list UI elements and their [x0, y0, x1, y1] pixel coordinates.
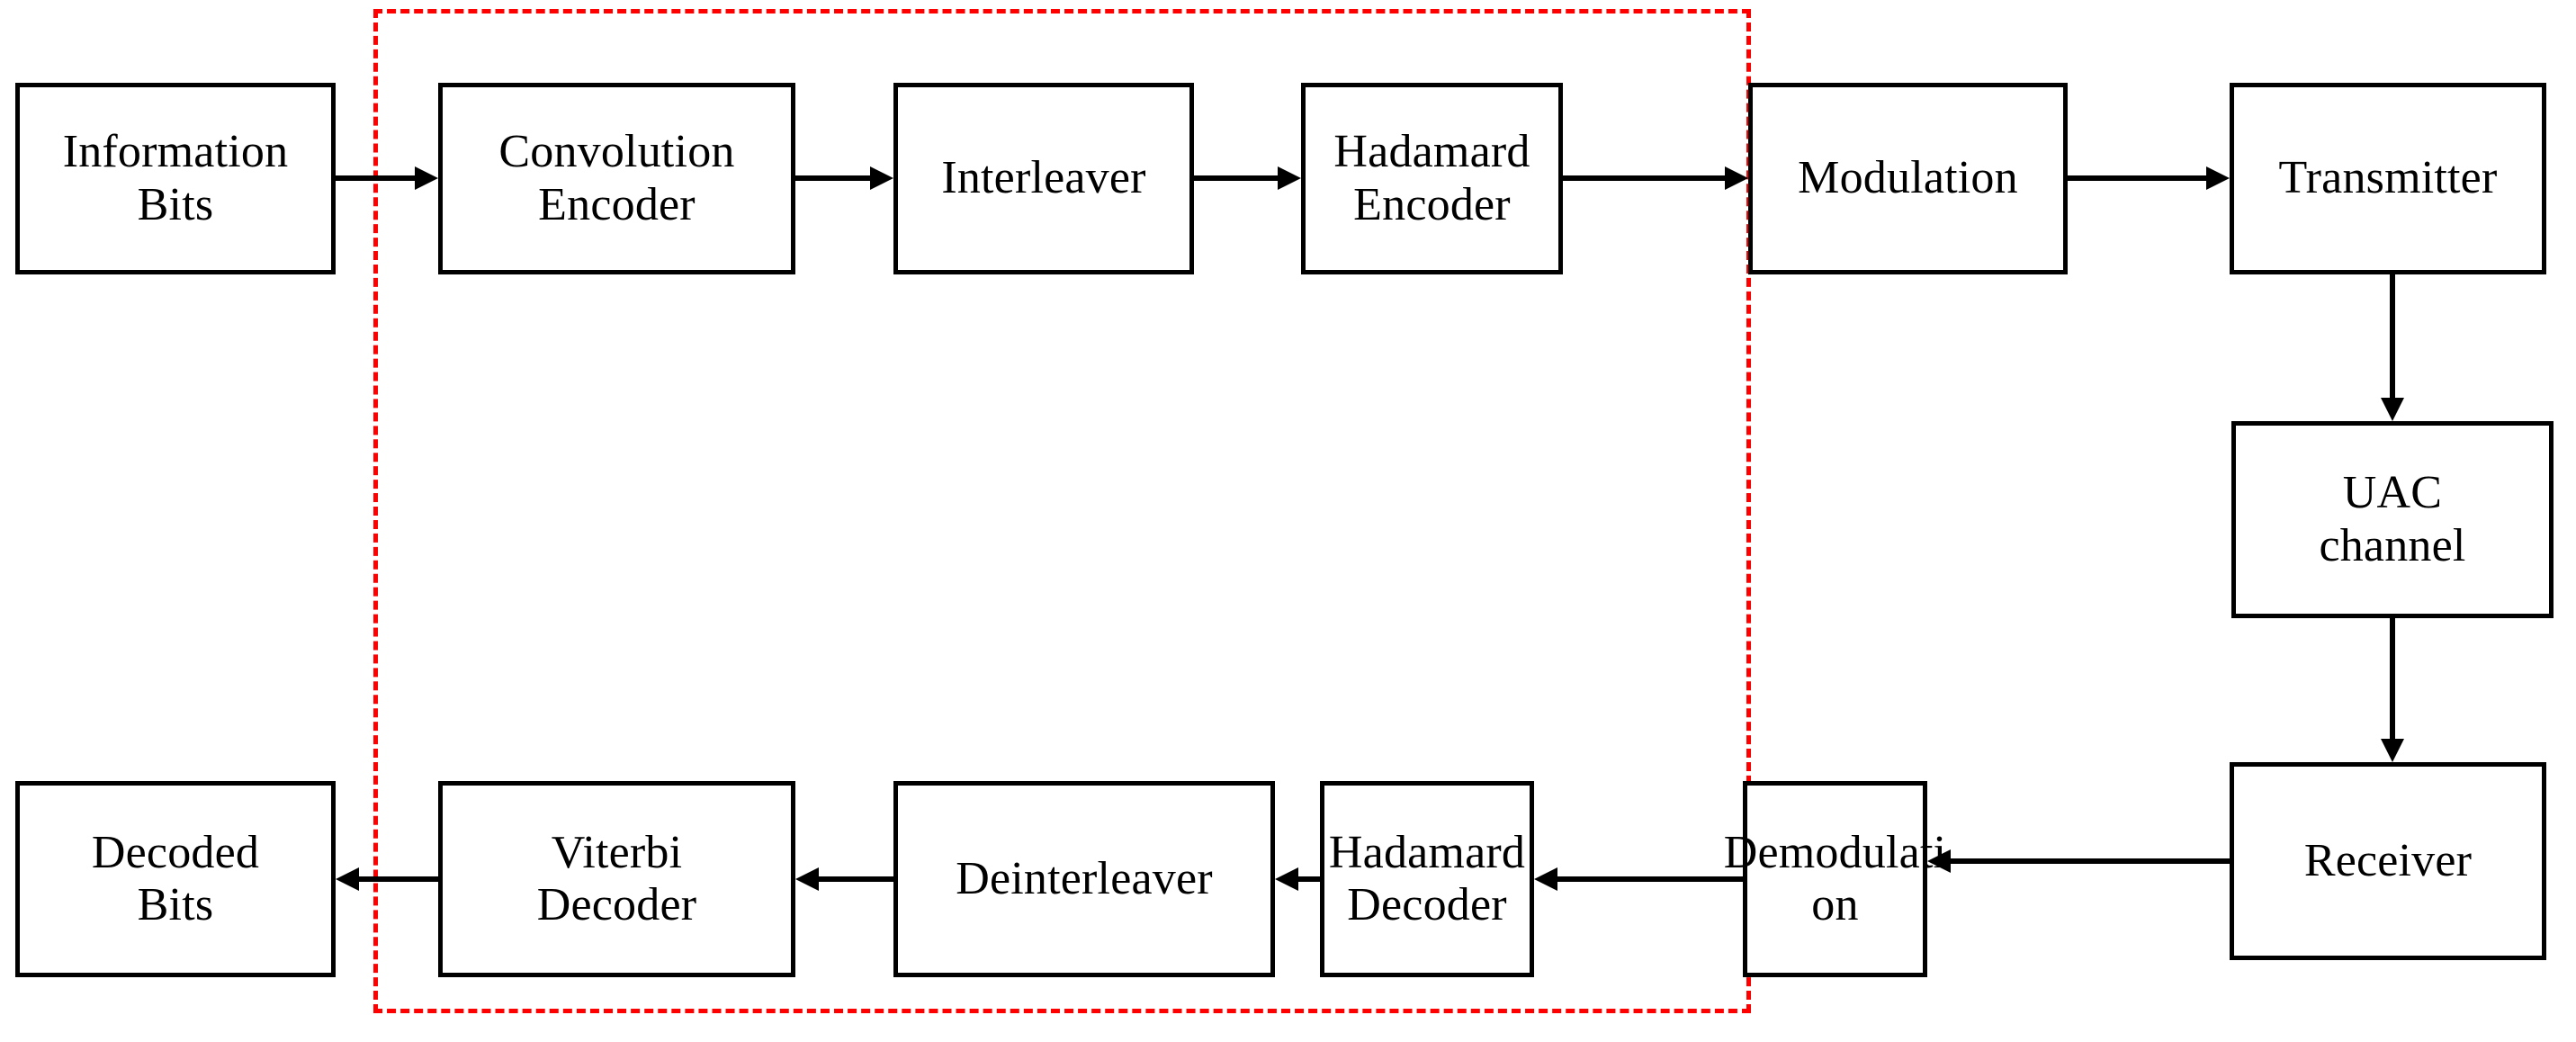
arrow-modulation-to-transmitter	[2050, 160, 2248, 196]
node-information-bits[interactable]: Information Bits	[15, 83, 336, 274]
arrow-interleaver-to-hadamard-encoder-arrowhead-icon	[1278, 166, 1301, 190]
node-convolution-encoder[interactable]: Convolution Encoder	[438, 83, 795, 274]
node-label-interleaver: Interleaver	[941, 152, 1146, 204]
arrow-hadamard-encoder-to-modulation	[1545, 160, 1766, 196]
arrow-deinterleaver-to-viterbi-decoder-arrowhead-icon	[795, 867, 819, 891]
node-decoded-bits[interactable]: Decoded Bits	[15, 781, 336, 977]
arrow-hadamard-encoder-to-modulation-arrowhead-icon	[1725, 166, 1748, 190]
arrow-demodulation-to-hadamard-decoder	[1516, 861, 1761, 897]
node-label-hadamard-encoder: Hadamard Encoder	[1333, 126, 1530, 230]
arrow-hadamard-decoder-to-deinterleaver-arrowhead-icon	[1275, 867, 1298, 891]
node-label-modulation: Modulation	[1798, 152, 2018, 204]
arrow-hadamard-decoder-to-deinterleaver	[1257, 861, 1338, 897]
node-label-convolution-encoder: Convolution Encoder	[498, 126, 735, 230]
arrow-demodulation-to-hadamard-decoder-arrowhead-icon	[1534, 867, 1557, 891]
arrow-viterbi-decoder-to-decoded-bits	[318, 861, 456, 897]
node-label-decoded-bits: Decoded Bits	[91, 826, 260, 930]
node-receiver[interactable]: Receiver	[2230, 762, 2546, 960]
arrow-modulation-to-transmitter-arrowhead-icon	[2206, 166, 2230, 190]
arrow-convolution-encoder-to-interleaver	[777, 160, 911, 196]
arrow-deinterleaver-to-viterbi-decoder	[777, 861, 911, 897]
arrow-receiver-to-demodulation	[1909, 843, 2248, 879]
node-label-demodulation: Demodulati on	[1723, 826, 1947, 930]
arrow-information-bits-to-convolution-encoder-arrowhead-icon	[415, 166, 438, 190]
node-uac-channel[interactable]: UAC channel	[2231, 421, 2554, 618]
arrow-convolution-encoder-to-interleaver-arrowhead-icon	[870, 166, 893, 190]
node-transmitter[interactable]: Transmitter	[2230, 83, 2546, 274]
node-label-information-bits: Information Bits	[62, 126, 289, 230]
arrow-transmitter-to-uac-channel	[2374, 256, 2410, 439]
node-demodulation[interactable]: Demodulati on	[1724, 781, 1946, 977]
arrow-uac-channel-to-receiver	[2374, 600, 2410, 780]
node-label-hadamard-decoder: Hadamard Decoder	[1328, 826, 1526, 930]
arrow-receiver-to-demodulation-arrowhead-icon	[1927, 849, 1951, 873]
node-deinterleaver[interactable]: Deinterleaver	[893, 781, 1275, 977]
arrow-information-bits-to-convolution-encoder	[318, 160, 456, 196]
node-label-deinterleaver: Deinterleaver	[956, 852, 1213, 904]
node-label-viterbi-decoder: Viterbi Decoder	[536, 826, 697, 930]
node-label-transmitter: Transmitter	[2278, 152, 2498, 204]
node-interleaver[interactable]: Interleaver	[893, 83, 1194, 274]
arrow-interleaver-to-hadamard-encoder	[1176, 160, 1319, 196]
node-label-receiver: Receiver	[2303, 834, 2473, 886]
node-label-uac-channel: UAC channel	[2319, 467, 2466, 571]
node-hadamard-encoder[interactable]: Hadamard Encoder	[1301, 83, 1563, 274]
node-viterbi-decoder[interactable]: Viterbi Decoder	[438, 781, 795, 977]
node-modulation[interactable]: Modulation	[1748, 83, 2068, 274]
arrow-viterbi-decoder-to-decoded-bits-arrowhead-icon	[336, 867, 359, 891]
arrow-transmitter-to-uac-channel-arrowhead-icon	[2381, 398, 2404, 421]
node-hadamard-decoder[interactable]: Hadamard Decoder	[1320, 781, 1534, 977]
arrow-uac-channel-to-receiver-arrowhead-icon	[2381, 739, 2404, 762]
